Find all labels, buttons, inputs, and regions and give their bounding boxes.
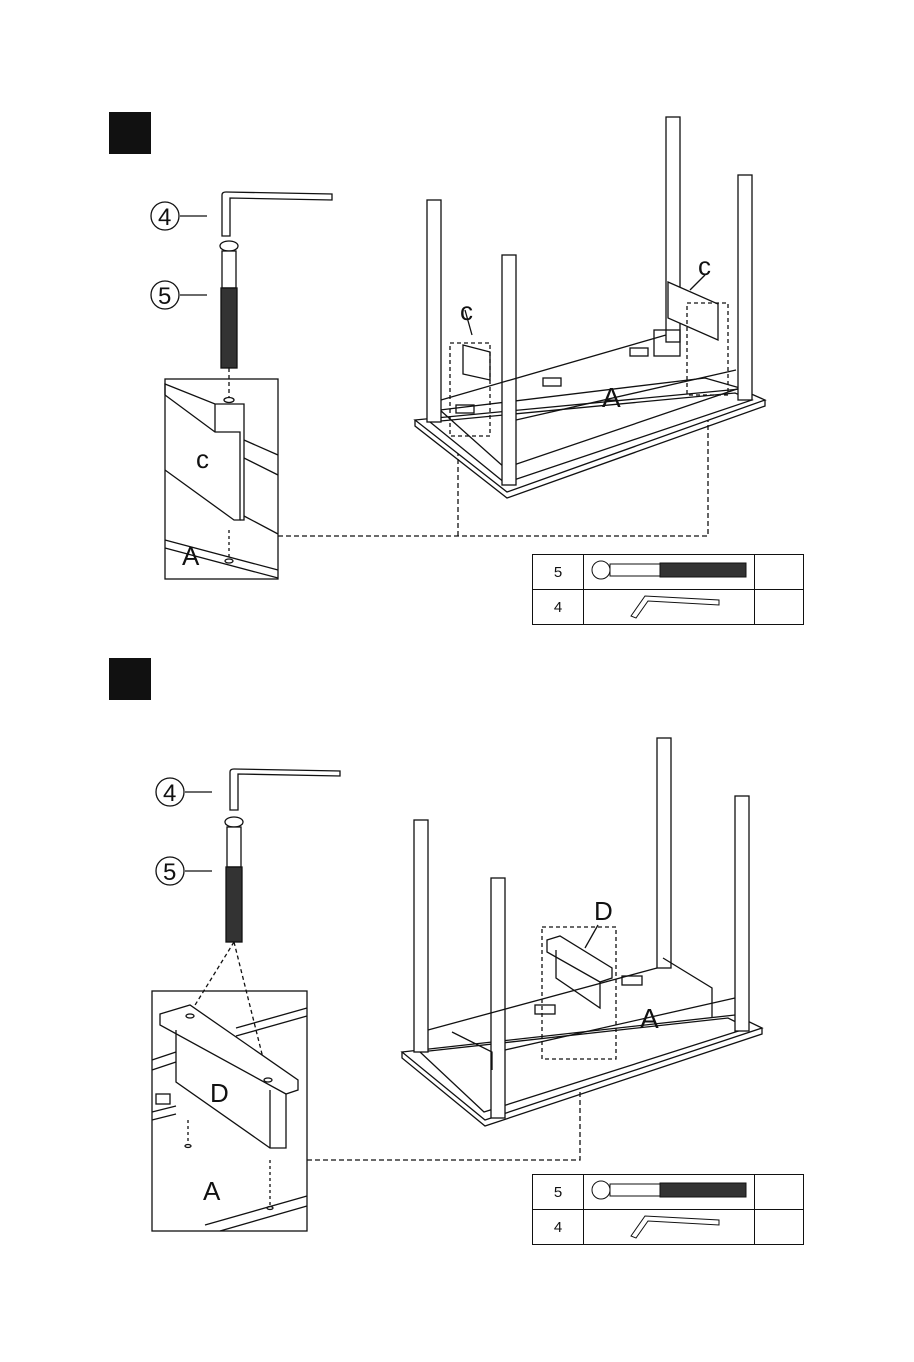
part-qty	[755, 1175, 804, 1210]
part-number: 5	[533, 1175, 584, 1210]
parts-row: 4	[533, 1210, 804, 1245]
detail-box	[152, 991, 307, 1231]
parts-table-step-2: 5 4	[532, 1174, 804, 1245]
part-qty	[755, 1210, 804, 1245]
callout-4: 4	[163, 780, 176, 807]
allen-key-icon	[584, 1210, 755, 1245]
bolt-icon	[584, 1175, 755, 1210]
label-part-d-main: D	[594, 896, 613, 926]
label-part-a-main: A	[640, 1003, 659, 1034]
allen-key-icon	[230, 769, 340, 810]
table-drawing	[402, 738, 762, 1126]
part-number: 4	[533, 1210, 584, 1245]
label-part-d: D	[210, 1078, 229, 1108]
parts-row: 5	[533, 1175, 804, 1210]
label-part-a: A	[203, 1176, 221, 1206]
callout-5: 5	[163, 859, 176, 886]
